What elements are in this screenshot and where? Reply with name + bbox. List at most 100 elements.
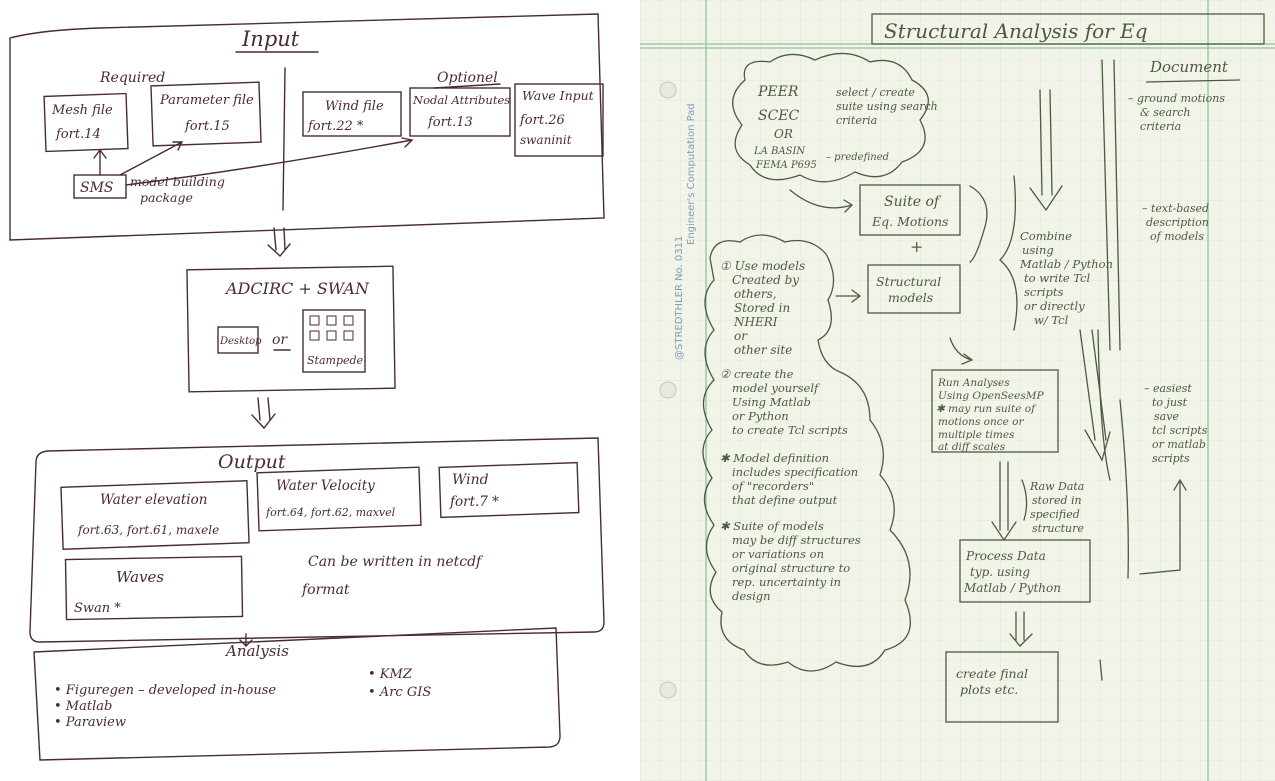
sms-label: SMS	[80, 180, 114, 196]
text-based-note: – text-based description of models	[1142, 202, 1209, 243]
water-velocity-box	[256, 466, 422, 532]
select-note-1: select / create	[836, 86, 915, 99]
netcdf-note-1: Can be written in netcdf	[308, 554, 484, 570]
wind-file-value: fort.22 *	[307, 119, 364, 134]
final-plots-box	[945, 651, 1059, 723]
predefined-note: – predefined	[826, 152, 889, 163]
svg-text:✱ Model definition: ✱ Model definition	[720, 451, 829, 465]
svg-text:or: or	[734, 329, 748, 343]
svg-text:– easiest: – easiest	[1144, 382, 1192, 395]
svg-text:✱ Suite of models: ✱ Suite of models	[720, 519, 824, 533]
plus-sign: +	[910, 237, 923, 256]
svg-text:may be diff structures: may be diff structures	[732, 533, 861, 547]
svg-text:typ. using: typ. using	[970, 565, 1030, 579]
analysis-item-arcgis: • Arc GIS	[368, 685, 431, 700]
wave-input-value: fort.26	[519, 113, 565, 128]
analysis-item-paraview: • Paraview	[54, 715, 126, 730]
svg-text:that define output: that define output	[732, 493, 838, 507]
svg-text:multiple times: multiple times	[938, 429, 1015, 441]
suite-box	[859, 184, 961, 236]
stampede-label: Stampede	[307, 354, 364, 367]
source-peer: PEER	[757, 84, 799, 100]
svg-text:or matlab: or matlab	[1152, 438, 1206, 451]
structural-label-2: models	[888, 290, 933, 305]
svg-text:scripts: scripts	[1152, 452, 1190, 465]
svg-text:others,: others,	[734, 287, 777, 301]
svg-text:stored in: stored in	[1032, 494, 1082, 507]
ground-motions-note: – ground motions & search criteria	[1128, 92, 1225, 133]
right-sketch-diagram: @STREDTHLER No. 0311 Engineer's Computat…	[640, 0, 1275, 781]
analysis-item-figuregen: • Figuregen – developed in-house	[54, 683, 276, 698]
svg-text:original structure to: original structure to	[732, 561, 850, 575]
or-label: or	[272, 332, 288, 348]
final-plots-text: create final plots etc.	[956, 666, 1028, 697]
sms-note-2: package	[140, 190, 193, 205]
svg-text:of models: of models	[1150, 230, 1204, 243]
parameter-file-box	[150, 81, 262, 147]
svg-text:scripts: scripts	[1024, 285, 1064, 299]
water-elevation-files: fort.63, fort.61, maxele	[77, 523, 219, 537]
svg-text:– text-based: – text-based	[1142, 202, 1209, 215]
analysis-item-kmz: • KMZ	[368, 667, 413, 682]
down-arrow-b	[1079, 329, 1111, 462]
svg-text:plots etc.: plots etc.	[960, 682, 1018, 697]
source-cloud	[732, 52, 929, 183]
svg-text:– ground motions: – ground motions	[1128, 92, 1225, 105]
svg-text:Created by: Created by	[732, 273, 799, 287]
run-analyses-box	[931, 369, 1059, 453]
svg-text:model yourself: model yourself	[732, 381, 820, 395]
water-elevation-box	[60, 480, 250, 550]
output-wind-label: Wind	[452, 472, 489, 488]
stampede-box	[302, 309, 366, 373]
down-arrow-1	[267, 227, 291, 258]
output-title: Output	[218, 451, 286, 473]
svg-text:Process Data: Process Data	[965, 549, 1046, 563]
binder-hole-1	[659, 81, 677, 99]
wind-file-label: Wind file	[325, 99, 384, 114]
document-label: Document	[1149, 58, 1229, 76]
svg-text:at diff scales: at diff scales	[938, 441, 1006, 453]
svg-text:rep. uncertainty in: rep. uncertainty in	[732, 575, 841, 589]
svg-text:② create the: ② create the	[720, 367, 794, 381]
waves-label: Waves	[116, 568, 164, 586]
svg-text:Combine: Combine	[1020, 229, 1072, 243]
source-or: OR	[774, 127, 793, 141]
combine-note: Combine using Matlab / Python to write T…	[1019, 229, 1113, 327]
waves-file: Swan *	[74, 601, 121, 616]
netcdf-note-2: format	[301, 582, 350, 598]
svg-text:other site: other site	[734, 343, 792, 357]
desktop-box	[217, 326, 259, 354]
wind-file-box	[302, 91, 402, 137]
main-down-arrow	[1029, 89, 1063, 212]
models-cloud	[702, 234, 911, 672]
model-definition-note: ✱ Model definition includes specificatio…	[720, 451, 858, 507]
svg-text:or variations on: or variations on	[732, 547, 824, 561]
structural-models-box	[867, 264, 961, 314]
required-label: Required	[99, 70, 165, 86]
process-data-box	[959, 539, 1091, 603]
parameter-file-value: fort.15	[184, 119, 230, 134]
binder-hole-3	[659, 681, 677, 699]
input-divider	[282, 67, 286, 211]
pad-stamp-2: Engineer's Computation Pad	[686, 103, 697, 245]
svg-text:or directly: or directly	[1024, 299, 1085, 313]
suite-label-1: Suite of	[884, 194, 942, 210]
left-sketch-diagram: Input Required Optionel Mesh file fort.1…	[9, 13, 605, 761]
model-title: ADCIRC + SWAN	[224, 279, 370, 298]
output-wind-file: fort.7 *	[449, 494, 499, 510]
select-note-3: criteria	[836, 114, 877, 127]
raw-data-text: Raw Data stored in specified structure	[1029, 480, 1084, 535]
process-data-text: Process Data typ. using Matlab / Python	[963, 549, 1061, 595]
title-box	[871, 13, 1265, 45]
easiest-note: – easiest to just save tcl scripts or ma…	[1144, 382, 1208, 465]
sms-note-1: model building	[130, 174, 225, 189]
parameter-file-label: Parameter file	[159, 93, 254, 108]
water-elevation-label: Water elevation	[100, 492, 207, 508]
svg-text:create final: create final	[956, 666, 1028, 681]
select-note-2: suite using search	[836, 100, 938, 113]
svg-text:description: description	[1146, 216, 1209, 229]
optional-label: Optionel	[437, 70, 498, 86]
final-arrow	[1009, 611, 1033, 647]
suite-brace	[969, 185, 988, 263]
structural-label-1: Structural	[876, 274, 941, 289]
